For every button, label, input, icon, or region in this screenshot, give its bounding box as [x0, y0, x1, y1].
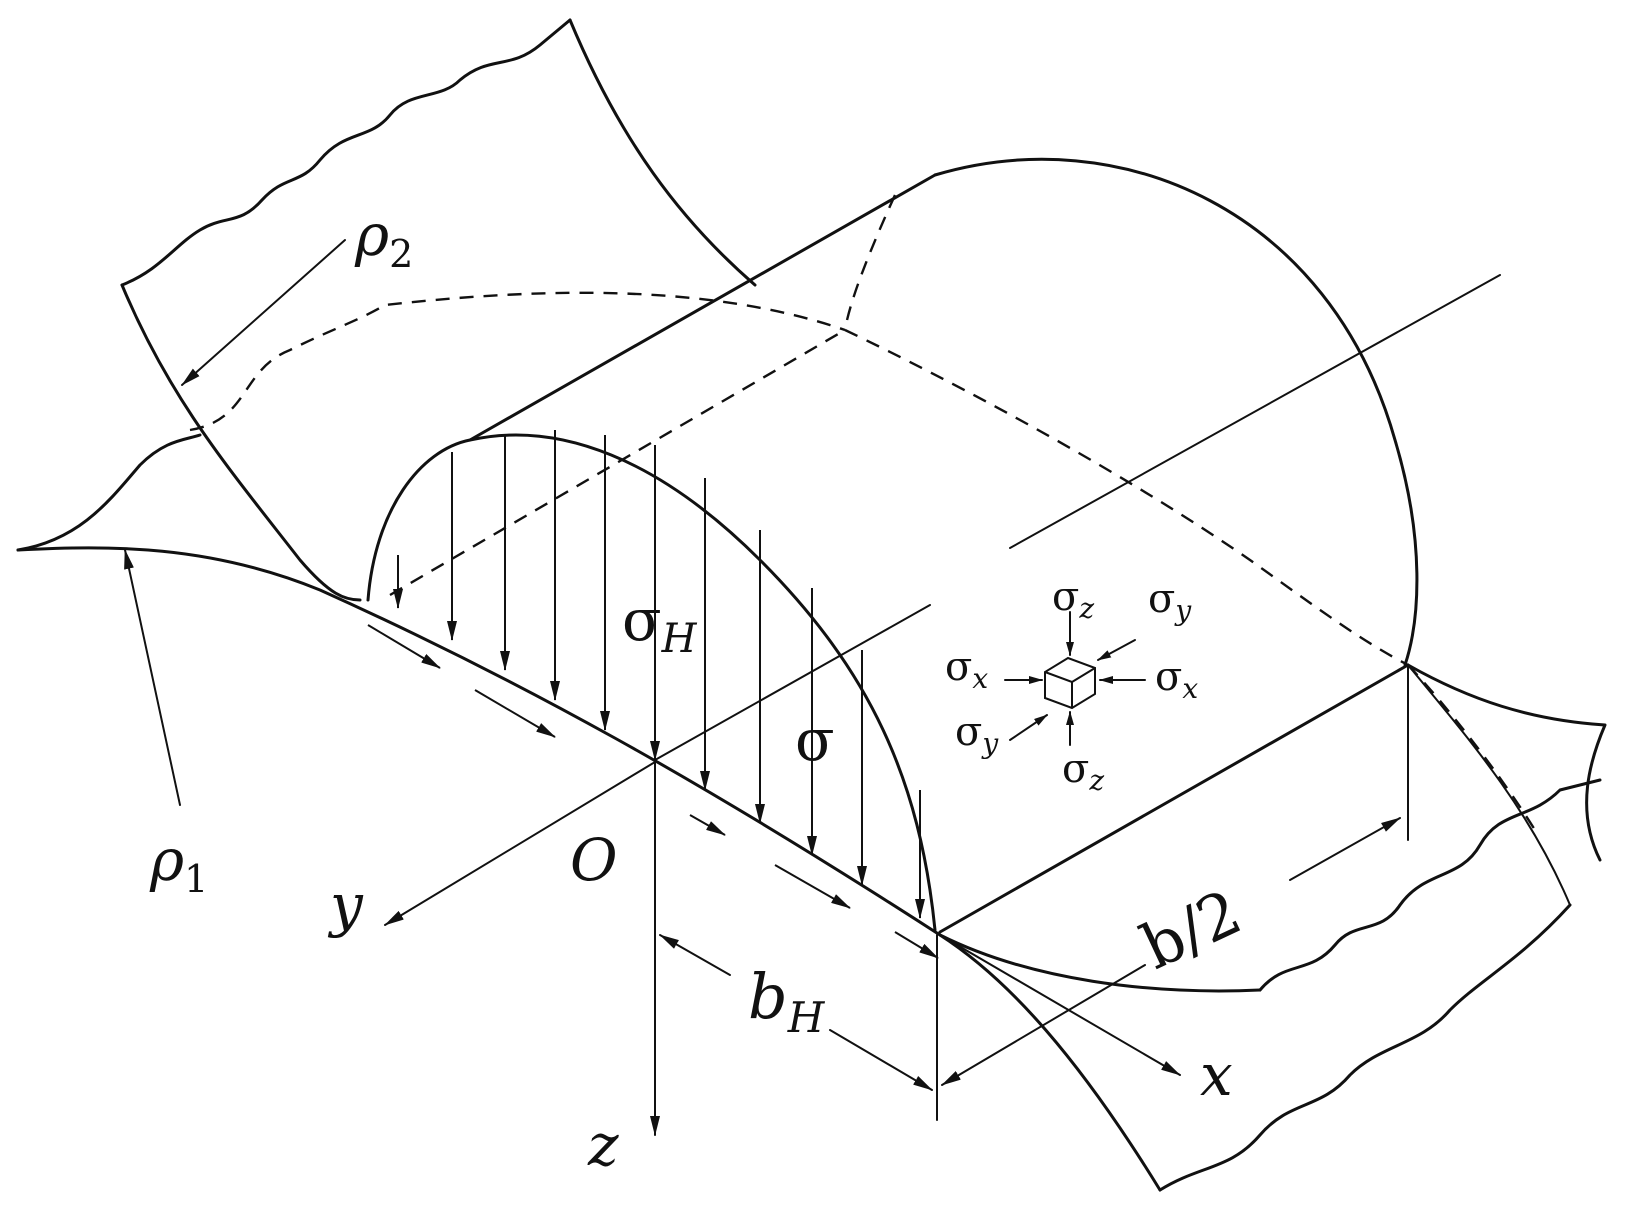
- surface-arrow: [774, 864, 851, 909]
- lower-body: [16, 433, 1607, 1192]
- hidden-diagonal: [844, 328, 1409, 667]
- label-b-half: b/2: [1130, 875, 1252, 983]
- label-sigma-z-bottom: σz: [1062, 746, 1104, 797]
- cylinder-axis: [1009, 274, 1501, 549]
- lower-body-right-wave-2: [1158, 903, 1572, 1192]
- upper-body-end-arc: [933, 157, 1419, 667]
- upper-body: [120, 18, 1419, 934]
- coordinate-axes: [384, 761, 1181, 1136]
- upper-body-ridge: [468, 173, 937, 442]
- upper-body-bottom-line: [938, 663, 1410, 934]
- pressure-arrows: [393, 430, 925, 919]
- surface-arrow: [367, 624, 441, 669]
- label-sigma-h: σH: [622, 586, 698, 662]
- surface-arrows: [367, 624, 939, 959]
- bhalf-dimension-line-a: [1289, 817, 1401, 881]
- label-origin: O: [570, 826, 618, 894]
- stress-cube: [1044, 656, 1096, 710]
- label-sigma: σ: [795, 706, 835, 774]
- pressure-envelope: [366, 433, 937, 932]
- axis-center-tick: [654, 604, 931, 761]
- lower-body-left-tip: [16, 433, 202, 552]
- y-axis: [384, 761, 656, 926]
- hidden-front-line: [389, 328, 846, 597]
- bh-dimension-line-b: [829, 1029, 933, 1091]
- label-sigma-y-bottom: σy: [955, 709, 999, 760]
- rho1-pointer: [124, 549, 181, 806]
- rho2-pointer: [181, 239, 346, 386]
- lower-body-far-curve: [1407, 664, 1571, 906]
- hidden-right-line: [1407, 664, 1537, 831]
- label-sigma-z-top: σz: [1052, 574, 1094, 625]
- lower-body-profile: [16, 546, 1162, 1192]
- bh-dimension-line-a: [659, 934, 731, 976]
- upper-body-wavy-edge: [120, 18, 572, 287]
- surface-arrow: [894, 931, 939, 959]
- lower-body-right-wave: [1258, 778, 1602, 992]
- hidden-arc-upper: [189, 291, 846, 432]
- sigma-y-bottom-arrow: [1009, 714, 1048, 741]
- surface-arrow: [474, 689, 556, 738]
- label-sigma-y-top: σy: [1148, 576, 1192, 627]
- dimensions: [654, 664, 1409, 1121]
- upper-body-top-profile: [568, 18, 757, 287]
- label-rho1: ρ1: [149, 826, 208, 901]
- label-sigma-x-left: σx: [945, 644, 988, 695]
- surface-arrow: [689, 814, 726, 836]
- label-axis-x: x: [1200, 1041, 1233, 1109]
- label-rho2: ρ2: [354, 201, 413, 276]
- label-bh: bH: [748, 960, 826, 1042]
- hidden-lines: [189, 194, 1537, 831]
- x-axis: [939, 934, 1181, 1076]
- upper-body-left-profile: [120, 283, 362, 602]
- bhalf-dimension-line-b: [941, 964, 1146, 1086]
- label-sigma-x-right: σx: [1155, 654, 1198, 705]
- stress-element: [1004, 611, 1146, 746]
- sigma-y-top-arrow: [1097, 639, 1136, 661]
- hidden-end-arc: [843, 194, 897, 331]
- lower-body-right-profile: [938, 933, 1262, 993]
- label-axis-y: y: [327, 871, 364, 939]
- label-axis-z: z: [587, 1111, 619, 1179]
- lower-body-edge: [1406, 663, 1607, 862]
